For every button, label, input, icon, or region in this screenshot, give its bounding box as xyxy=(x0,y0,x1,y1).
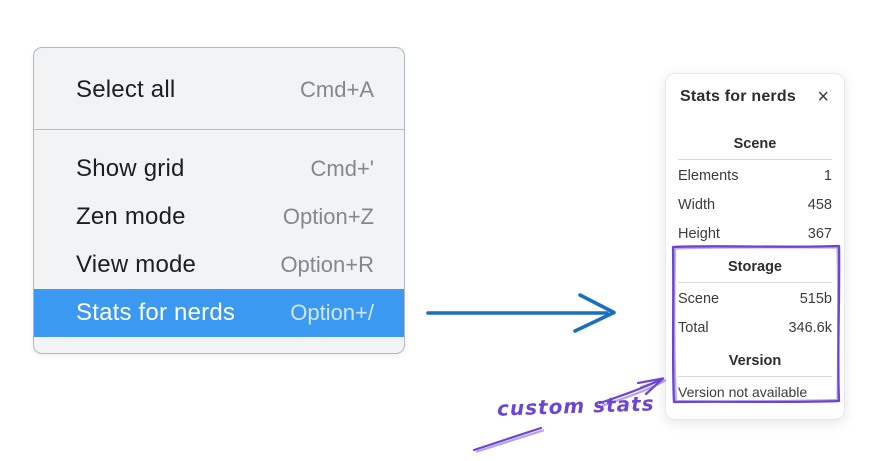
stat-row-height: Height 367 xyxy=(678,220,832,249)
section-heading: Version xyxy=(728,353,782,369)
stat-label: Width xyxy=(678,197,716,213)
stat-label: Scene xyxy=(678,291,720,307)
menu-item-select-all[interactable]: Select all Cmd+A xyxy=(34,66,404,114)
stat-value: 346.6k xyxy=(788,320,832,336)
storage-section: Storage Scene 515b Total 346.6k xyxy=(678,257,832,343)
context-menu: Select all Cmd+A Show grid Cmd+' Zen mod… xyxy=(33,47,405,354)
menu-item-label: Stats for nerds xyxy=(76,299,236,326)
section-heading: Storage xyxy=(728,259,782,275)
custom-stats-label: custom stats xyxy=(496,391,655,421)
menu-item-shortcut: Cmd+' xyxy=(310,156,375,181)
stat-label: Total xyxy=(678,320,709,336)
stat-value: 1 xyxy=(823,168,832,184)
menu-divider xyxy=(34,129,404,130)
menu-item-label: Select all xyxy=(76,76,176,103)
menu-item-shortcut: Option+R xyxy=(280,252,374,277)
stat-label: Elements xyxy=(678,168,739,184)
menu-item-view-mode[interactable]: View mode Option+R xyxy=(34,241,404,289)
stats-panel-title: Stats for nerds xyxy=(680,88,796,105)
menu-item-label: Zen mode xyxy=(76,203,186,230)
stat-value: 515b xyxy=(799,291,832,307)
sketch-underline xyxy=(472,426,545,453)
stat-row-total-storage: Total 346.6k xyxy=(678,314,832,343)
menu-item-stats-for-nerds[interactable]: Stats for nerds Option+/ xyxy=(34,289,404,337)
stat-row-elements: Elements 1 xyxy=(678,162,832,191)
version-section: Version Version not available xyxy=(678,351,832,406)
blue-arrow xyxy=(426,293,616,333)
stats-panel: Stats for nerds × Scene Elements 1 Width… xyxy=(665,73,845,420)
scene-section: Scene Elements 1 Width 458 Height 367 xyxy=(678,134,832,249)
close-icon[interactable]: × xyxy=(817,86,829,108)
menu-item-label: Show grid xyxy=(76,155,185,182)
stat-row-scene-storage: Scene 515b xyxy=(678,285,832,314)
stat-value: 458 xyxy=(807,197,832,213)
menu-item-label: View mode xyxy=(76,251,197,278)
menu-item-shortcut: Cmd+A xyxy=(300,77,374,102)
menu-item-zen-mode[interactable]: Zen mode Option+Z xyxy=(34,193,404,241)
stats-panel-header: Stats for nerds × xyxy=(680,86,830,108)
version-note: Version not available xyxy=(678,384,808,400)
section-heading: Scene xyxy=(733,136,777,152)
menu-item-shortcut: Option+/ xyxy=(290,300,374,325)
section-divider xyxy=(678,282,832,283)
menu-item-shortcut: Option+Z xyxy=(282,204,374,229)
stat-value: 367 xyxy=(807,226,832,242)
menu-item-show-grid[interactable]: Show grid Cmd+' xyxy=(34,145,404,193)
section-divider xyxy=(678,376,832,377)
section-divider xyxy=(678,159,832,160)
stat-label: Height xyxy=(678,226,720,242)
stat-row-width: Width 458 xyxy=(678,191,832,220)
